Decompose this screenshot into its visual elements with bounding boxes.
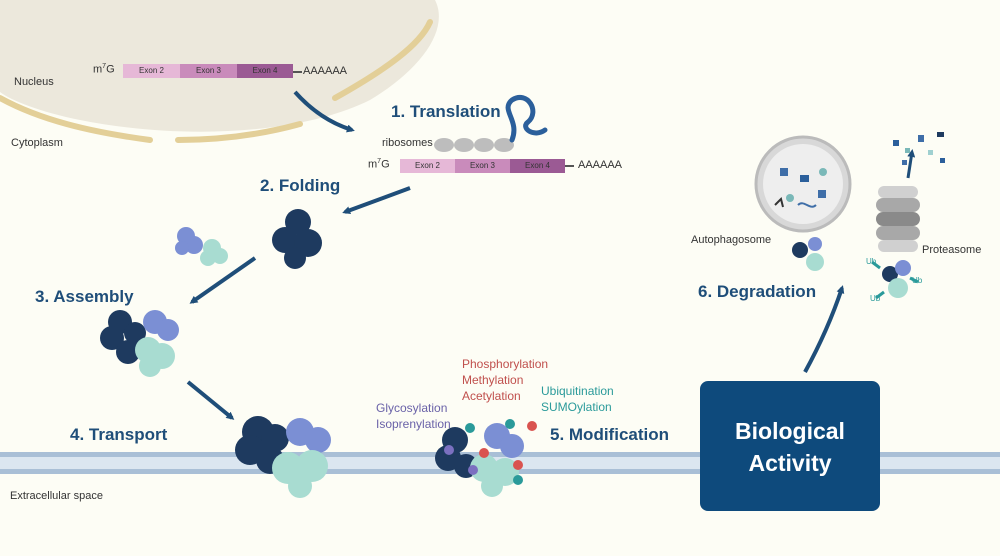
ubiquitin-label-1: Ub (866, 257, 877, 266)
polya-tail-cytoplasm: AAAAAA (578, 159, 623, 171)
nucleus-label: Nucleus (14, 76, 54, 88)
arrow-nucleus-to-translation (293, 90, 355, 133)
biological-activity-box (700, 381, 880, 511)
exon-3-cytoplasm: Exon 3 (455, 159, 510, 173)
step-assembly-label: 3. Assembly (35, 287, 134, 306)
ubiquitin-label-3: Ub (870, 294, 881, 303)
arrow-proteasome-out (906, 149, 916, 179)
exon-4-cytoplasm: Exon 4 (510, 159, 565, 173)
exon-2-cytoplasm: Exon 2 (400, 159, 455, 173)
step-translation-label: 1. Translation (391, 102, 501, 121)
modification-methylation: Methylation (462, 373, 524, 387)
step-modification-label: 5. Modification (550, 425, 669, 444)
ribosomes-icon (434, 138, 514, 152)
modification-list-red: Phosphorylation Methylation Acetylation (462, 356, 548, 404)
nascent-polypeptide-icon (505, 95, 548, 143)
biological-activity-line1: Biological (735, 418, 845, 444)
cell-membrane-outer (0, 452, 1000, 457)
nuclear-envelope-left (0, 95, 153, 143)
step-degradation-label: 6. Degradation (698, 282, 817, 301)
autophagosome-label: Autophagosome (691, 234, 772, 246)
modification-isoprenylation: Isoprenylation (376, 417, 451, 431)
biological-activity-label: Biological Activity (700, 415, 880, 479)
nuclear-envelope-mid (175, 121, 303, 143)
modification-phosphorylation: Phosphorylation (462, 357, 549, 371)
modified-complex-icon (435, 419, 537, 497)
exon-2-nucleus: Exon 2 (123, 64, 180, 78)
extracellular-space-label: Extracellular space (10, 490, 103, 502)
polya-tail-nucleus: AAAAAA (303, 65, 348, 77)
modification-acetylation: Acetylation (462, 389, 521, 403)
ribosomes-label: ribosomes (382, 137, 433, 149)
ubiquitin-label-2: Ub (912, 276, 923, 285)
assembled-complex-icon (100, 310, 179, 377)
cytoplasm-label: Cytoplasm (11, 137, 63, 149)
biological-activity-line2: Activity (748, 450, 832, 476)
proteasome-icon (876, 186, 920, 252)
peptide-fragments-icon (893, 132, 945, 165)
step-transport-label: 4. Transport (70, 425, 168, 444)
modification-sumoylation: SUMOylation (541, 400, 612, 414)
nuclear-envelope-right (332, 19, 433, 101)
exon-4-nucleus: Exon 4 (237, 64, 293, 78)
arrow-folding-to-assembly (189, 256, 257, 304)
subunit-teal-icon (200, 239, 228, 266)
modification-list-purple: Glycosylation Isoprenylation (376, 400, 451, 432)
proteasome-label: Proteasome (922, 244, 982, 256)
exon-3-nucleus: Exon 3 (180, 64, 237, 78)
subunit-purple-icon (175, 227, 203, 255)
arrow-translation-to-folding (342, 186, 411, 215)
autophagosome-icon (754, 135, 852, 233)
arrow-activity-to-degradation (803, 285, 845, 373)
mrna-cap-cytoplasm: m7G (368, 158, 390, 171)
arrow-assembly-to-transport (186, 380, 235, 420)
mrna-cap-nucleus: m7G (93, 63, 115, 76)
modification-glycosylation: Glycosylation (376, 401, 448, 415)
step-folding-label: 2. Folding (260, 176, 341, 195)
transport-complex-icon (235, 416, 331, 498)
modification-list-teal: Ubiquitination SUMOylation (541, 383, 614, 415)
ubiquitinated-protein-icon (871, 260, 919, 300)
modification-ubiquitination: Ubiquitination (541, 384, 614, 398)
folded-protein-icon (272, 209, 322, 269)
autophagosome-substrate-icon (792, 237, 824, 271)
